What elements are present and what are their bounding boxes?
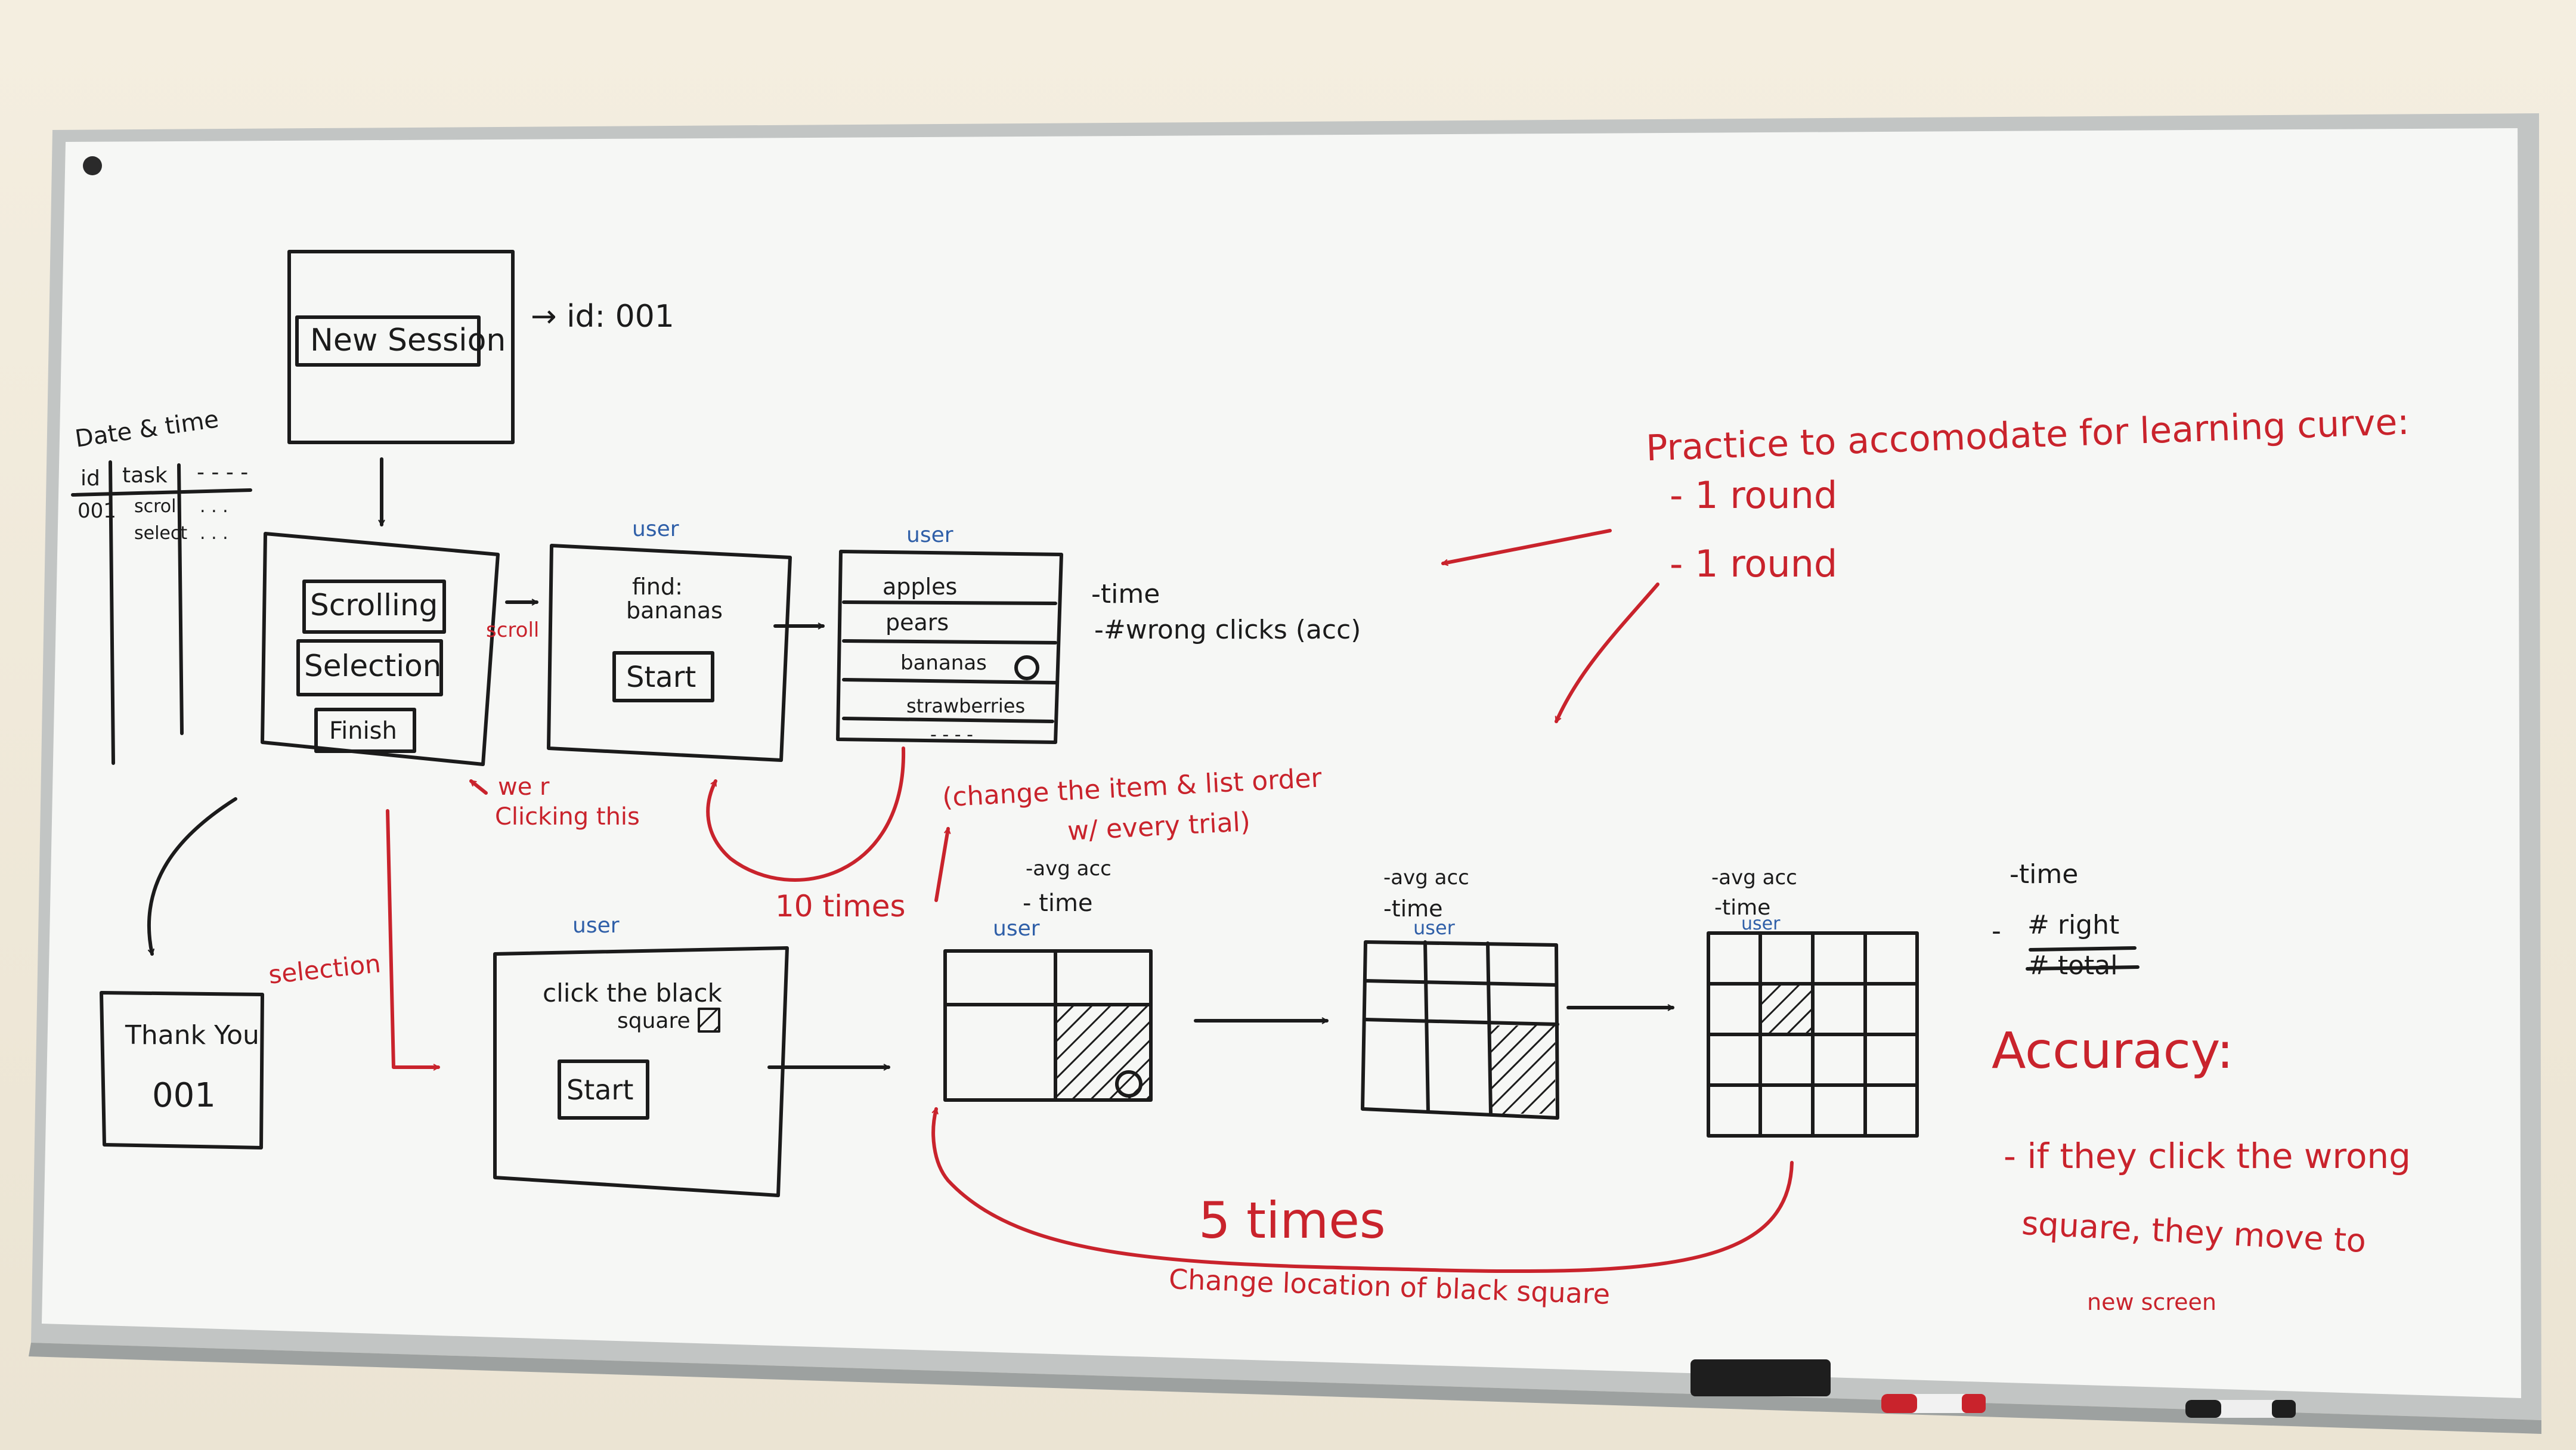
right-metric-dash: - bbox=[1992, 916, 2001, 946]
grid3-user-label: user bbox=[1741, 913, 1781, 934]
practice-arrow bbox=[1443, 529, 1612, 563]
selection-line-2: square bbox=[617, 1009, 691, 1033]
find-line-1: find: bbox=[632, 574, 683, 600]
new-session-box bbox=[295, 315, 481, 367]
black-square-icon bbox=[1057, 1006, 1150, 1099]
menu-screen-frame bbox=[261, 532, 500, 766]
grid-2x2-lines bbox=[943, 949, 1153, 1102]
grid1-metric-time: - time bbox=[1023, 890, 1093, 917]
practice-round-2: - 1 round bbox=[1670, 542, 1838, 585]
black-square-icon bbox=[698, 1008, 720, 1033]
right-metric-time: -time bbox=[2010, 859, 2079, 890]
find-user-label: user bbox=[632, 517, 679, 541]
grid1-user-label: user bbox=[993, 916, 1040, 941]
log-table-task-select: select bbox=[134, 523, 188, 544]
right-metric-denominator: # total bbox=[2027, 950, 2118, 981]
log-table-dots: . . . bbox=[200, 523, 228, 544]
selection-loop-count: 5 times bbox=[1199, 1191, 1386, 1250]
finish-box bbox=[314, 708, 416, 753]
log-table-dots: . . . bbox=[200, 496, 228, 517]
find-start-box bbox=[612, 651, 714, 702]
log-table-header-task: task bbox=[122, 463, 168, 488]
small-circle-icon bbox=[1115, 1070, 1143, 1098]
log-table-lines bbox=[71, 460, 252, 765]
grid-4x4-lines bbox=[1707, 931, 1919, 1138]
scroll-metric-wrong: -#wrong clicks (acc) bbox=[1094, 615, 1361, 645]
scroll-metric-time: -time bbox=[1091, 579, 1160, 609]
arrow-icon bbox=[469, 779, 488, 795]
find-screen-frame bbox=[547, 544, 792, 762]
log-table-header-id: id bbox=[80, 466, 100, 491]
list-screen-frame bbox=[836, 550, 1063, 744]
scroll-loop-arrow bbox=[706, 746, 906, 882]
grid3-metric-acc: -avg acc bbox=[1711, 866, 1797, 890]
list-item: strawberries bbox=[906, 695, 1026, 717]
grid3-metric-time: -time bbox=[1714, 896, 1771, 920]
new-session-label: New Session bbox=[310, 323, 506, 358]
finish-label: Finish bbox=[329, 717, 397, 745]
scrolling-box bbox=[302, 580, 446, 634]
board-surface bbox=[42, 128, 2521, 1398]
selection-label: Selection bbox=[304, 649, 442, 683]
menu-note-2: Clicking this bbox=[495, 803, 640, 831]
selection-line-1: click the black bbox=[543, 978, 722, 1008]
practice-round-1: - 1 round bbox=[1670, 473, 1838, 517]
black-square-icon bbox=[1762, 986, 1811, 1033]
find-line-2: bananas bbox=[626, 597, 723, 624]
right-metric-numerator: # right bbox=[2027, 910, 2120, 940]
practice-arrow bbox=[1555, 583, 1659, 723]
grid2-metric-time: -time bbox=[1383, 896, 1443, 922]
list-more: - - - - bbox=[930, 724, 973, 745]
list-dividers bbox=[842, 600, 1057, 723]
list-item: bananas bbox=[900, 651, 987, 675]
start-screen-frame bbox=[287, 250, 515, 444]
menu-note-1: we r bbox=[498, 773, 550, 801]
log-table-dots: - - - - bbox=[197, 460, 249, 485]
selection-start-label: Start bbox=[566, 1074, 634, 1106]
grid2-user-label: user bbox=[1413, 916, 1455, 939]
accuracy-line-3: new screen bbox=[2087, 1289, 2216, 1315]
fraction-line bbox=[2029, 946, 2137, 952]
thankyou-screen-frame bbox=[100, 991, 264, 1150]
arrow-icon bbox=[147, 797, 237, 956]
find-start-label: Start bbox=[626, 661, 696, 694]
red-marker-icon bbox=[1881, 1394, 1986, 1413]
selection-start-frame bbox=[493, 946, 789, 1197]
scrolling-label: Scrolling bbox=[310, 588, 438, 622]
small-circle-icon bbox=[1014, 655, 1039, 680]
selection-loop-arrow bbox=[931, 1107, 1794, 1274]
grid-3x3-lines bbox=[1364, 940, 1559, 1116]
grid2-metric-acc: -avg acc bbox=[1383, 866, 1469, 890]
list-item: apples bbox=[883, 574, 958, 600]
accuracy-line-1: - if they click the wrong bbox=[2004, 1136, 2411, 1176]
thankyou-line-1: Thank You bbox=[125, 1020, 259, 1051]
selection-start-box bbox=[558, 1059, 649, 1120]
scroll-label: scroll bbox=[486, 618, 540, 642]
grid-2x2-frame bbox=[943, 949, 1153, 1102]
grid-3x3-frame bbox=[1361, 940, 1559, 1120]
arrow-icon bbox=[934, 829, 948, 902]
grid1-metric-acc: -avg acc bbox=[1026, 857, 1111, 881]
strike-total bbox=[2026, 965, 2140, 971]
black-marker-icon bbox=[2185, 1400, 2296, 1418]
magnet-icon bbox=[83, 156, 102, 175]
list-user-label: user bbox=[906, 523, 953, 547]
accuracy-title: Accuracy: bbox=[1992, 1021, 2234, 1080]
id-note: → id: 001 bbox=[531, 299, 674, 334]
selection-user-label: user bbox=[572, 913, 620, 938]
log-table-task-scroll: scroll bbox=[134, 496, 181, 517]
black-eraser-icon bbox=[1690, 1359, 1831, 1396]
log-table-id-value: 001 bbox=[78, 499, 116, 523]
scroll-loop-count: 10 times bbox=[775, 889, 906, 924]
thankyou-line-2: 001 bbox=[152, 1076, 216, 1115]
arrow-icon bbox=[386, 809, 440, 1067]
selection-box bbox=[296, 639, 443, 696]
black-square-icon bbox=[1491, 1025, 1555, 1114]
list-item: pears bbox=[886, 609, 949, 636]
